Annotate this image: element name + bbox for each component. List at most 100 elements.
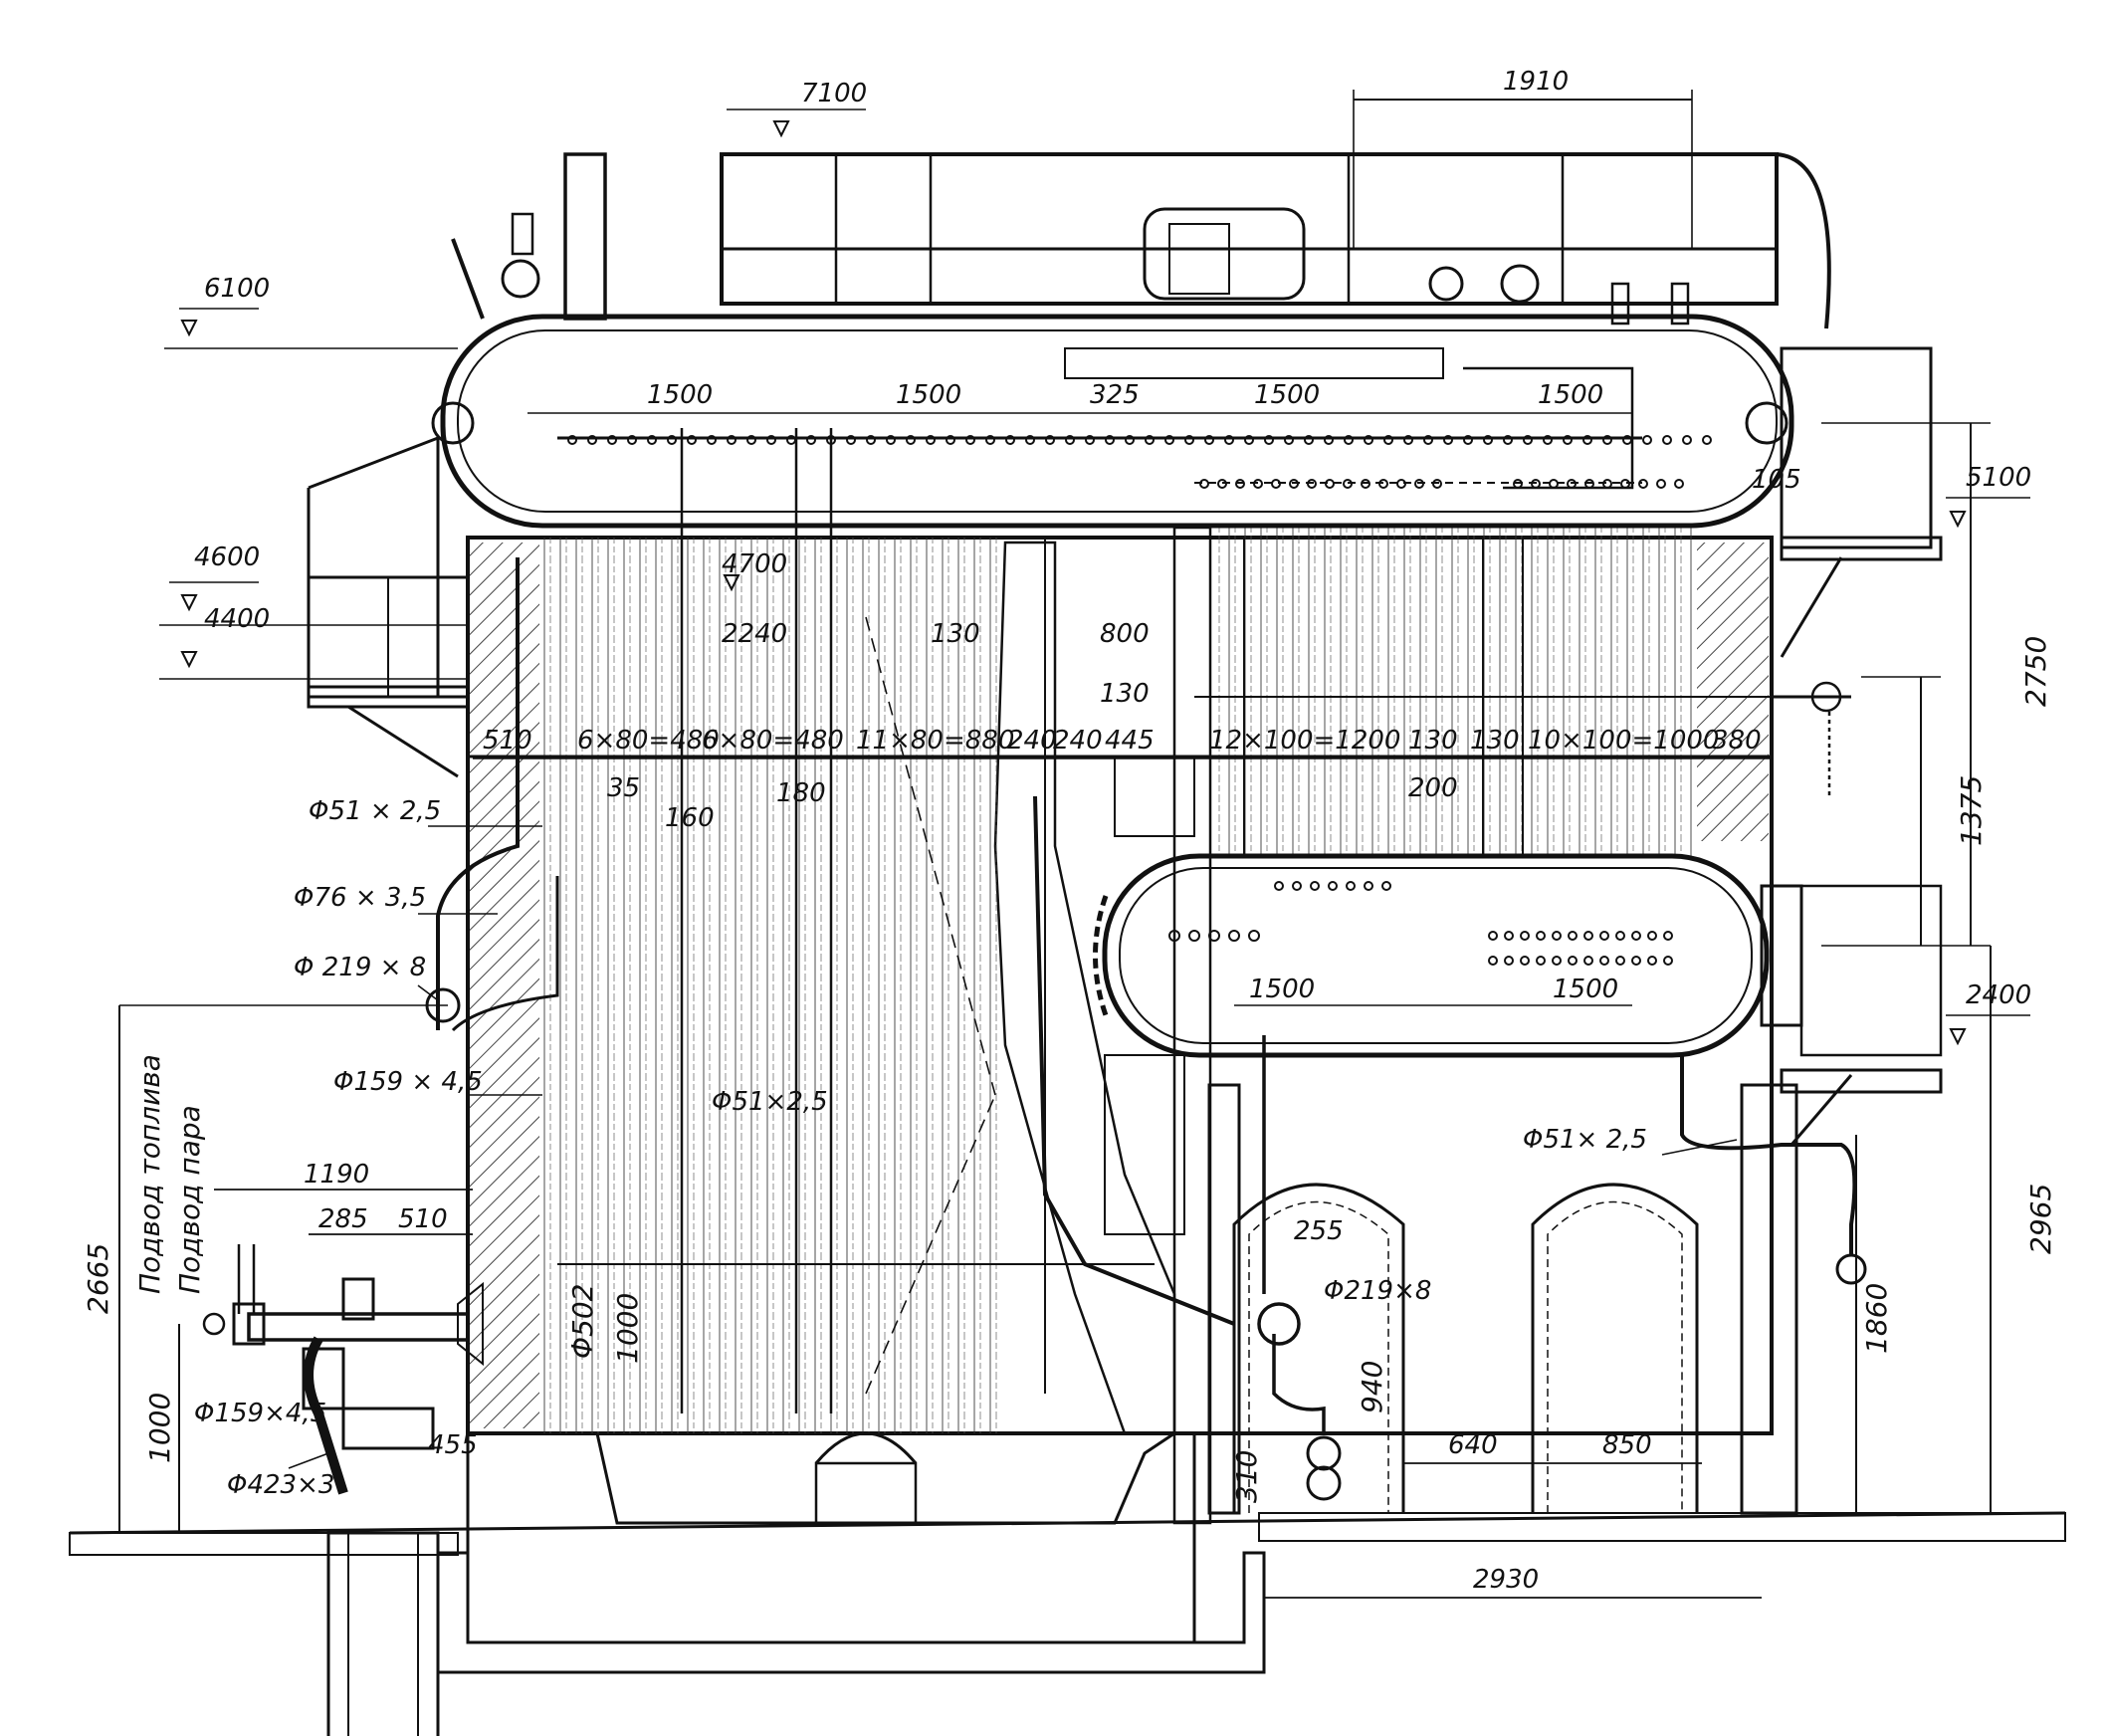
tube-hole xyxy=(1552,956,1562,966)
tube-hole xyxy=(1346,881,1356,891)
dim-105: 105 xyxy=(1752,465,1801,495)
tube-hole xyxy=(926,435,936,445)
tube-hole xyxy=(1702,435,1712,445)
tube-hole xyxy=(1615,956,1625,966)
tube-hole xyxy=(1208,930,1220,942)
tube-hole xyxy=(1520,931,1530,941)
tube-hole xyxy=(1244,435,1254,445)
tube-hole xyxy=(1065,435,1075,445)
elevation-markers xyxy=(180,120,1967,1046)
dim-10x100: 10×100=1000 xyxy=(1528,726,1719,756)
pipe-423x3: Φ423×3 xyxy=(227,1470,334,1500)
dim-800: 800 xyxy=(1100,619,1150,649)
tube-hole xyxy=(1378,479,1388,489)
tube-hole xyxy=(866,435,876,445)
tube-hole xyxy=(1583,956,1593,966)
dim-2965: 2965 xyxy=(2024,1184,2057,1254)
lower-drum-tube-holes xyxy=(1168,881,1673,966)
tube-hole xyxy=(1343,479,1353,489)
dim-445: 445 xyxy=(1105,726,1155,756)
tube-hole xyxy=(687,435,697,445)
tube-hole xyxy=(1520,956,1530,966)
lower-drum xyxy=(1093,853,1943,1058)
tube-hole xyxy=(1364,435,1373,445)
tube-hole xyxy=(1568,956,1578,966)
dim-640: 640 xyxy=(1448,1430,1498,1460)
tube-hole xyxy=(1638,479,1648,489)
tube-hole xyxy=(886,435,896,445)
tube-hole xyxy=(1488,956,1498,966)
elev-6100: 6100 xyxy=(204,274,270,304)
tube-hole xyxy=(1662,435,1672,445)
tube-hole xyxy=(727,435,737,445)
pipe-502: Φ502 xyxy=(566,1284,599,1359)
tube-hole xyxy=(1488,931,1498,941)
tube-hole xyxy=(1253,479,1263,489)
dim-2665: 2665 xyxy=(82,1243,114,1314)
dim-drum-1500-d: 1500 xyxy=(1538,380,1603,410)
tube-hole xyxy=(647,435,657,445)
pipe-219x8-right: Φ219×8 xyxy=(1324,1276,1431,1306)
tube-hole xyxy=(1364,881,1373,891)
tube-hole xyxy=(1463,435,1473,445)
tube-hole xyxy=(1663,931,1673,941)
dim-510: 510 xyxy=(483,726,532,756)
dim-6x80-b: 6×80=480 xyxy=(702,726,844,756)
tube-hole xyxy=(1599,956,1609,966)
dim-240-b: 240 xyxy=(1053,726,1103,756)
tube-hole xyxy=(1325,479,1335,489)
dim-drum-325: 325 xyxy=(1090,380,1140,410)
dim-drum-1500-a: 1500 xyxy=(647,380,713,410)
tube-hole xyxy=(1248,930,1260,942)
tube-hole xyxy=(707,435,717,445)
dim-6x80-a: 6×80=480 xyxy=(577,726,720,756)
tube-hole xyxy=(1531,479,1541,489)
dim-drum-1500-b: 1500 xyxy=(896,380,961,410)
pipe-51x2.5-mid: Φ51×2,5 xyxy=(712,1087,828,1117)
tube-hole xyxy=(1656,479,1666,489)
pipe-219x8-left: Φ 219 × 8 xyxy=(294,953,426,982)
tube-hole xyxy=(1085,435,1095,445)
tube-hole xyxy=(1168,930,1180,942)
tube-hole xyxy=(1381,881,1391,891)
dim-2930: 2930 xyxy=(1473,1565,1539,1595)
tube-hole xyxy=(1647,931,1657,941)
tube-hole xyxy=(1523,435,1533,445)
tube-hole xyxy=(906,435,916,445)
tube-hole xyxy=(1513,479,1523,489)
tube-hole xyxy=(1105,435,1115,445)
dim-380: 380 xyxy=(1712,726,1762,756)
tube-hole xyxy=(766,435,776,445)
top-frame xyxy=(451,152,1831,329)
foundation xyxy=(326,1431,1266,1736)
tube-hole xyxy=(1307,479,1317,489)
dim-1190: 1190 xyxy=(304,1160,369,1190)
tube-hole xyxy=(1235,479,1245,489)
tube-hole xyxy=(567,435,577,445)
tube-hole xyxy=(1443,435,1453,445)
tube-hole xyxy=(1563,435,1573,445)
dim-2750: 2750 xyxy=(2019,636,2052,707)
label-fuel-supply: Подвод топлива xyxy=(133,1054,166,1294)
elev-5100: 5100 xyxy=(1966,463,2031,493)
dim-35: 35 xyxy=(607,773,640,803)
tube-hole xyxy=(1483,435,1493,445)
dim-1000-left: 1000 xyxy=(143,1393,176,1463)
tube-hole xyxy=(1543,435,1553,445)
tube-hole xyxy=(607,435,617,445)
pipe-51x2.5-left: Φ51 × 2,5 xyxy=(309,796,441,826)
tube-hole xyxy=(1536,931,1546,941)
dim-12x100: 12×100=1200 xyxy=(1209,726,1400,756)
dim-130-b: 130 xyxy=(1470,726,1520,756)
tube-hole xyxy=(1583,931,1593,941)
tube-hole xyxy=(1674,479,1684,489)
piping xyxy=(425,557,1867,1501)
dim-180: 180 xyxy=(776,778,826,808)
dim-drum-1500-c: 1500 xyxy=(1254,380,1320,410)
dim-130-mid: 130 xyxy=(1100,679,1150,709)
dim-160: 160 xyxy=(665,803,715,833)
tube-hole xyxy=(1396,479,1406,489)
tube-hole xyxy=(1188,930,1200,942)
tube-hole xyxy=(1224,435,1234,445)
